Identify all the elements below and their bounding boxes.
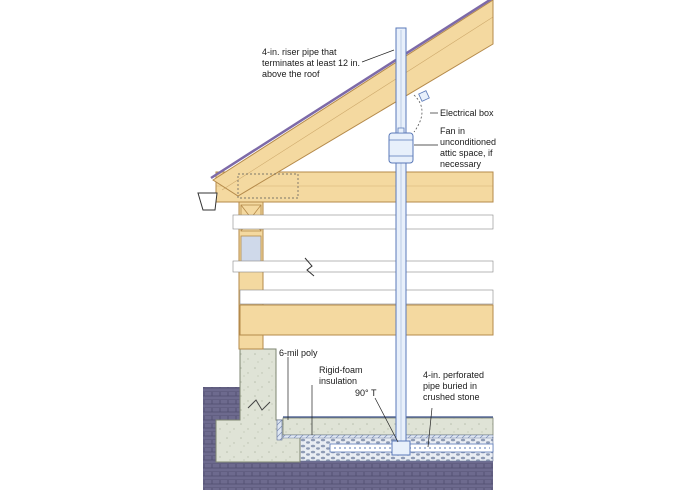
floor-joist-lower [239,304,494,336]
rigid-foam-under-slab [282,434,494,439]
eave-detail-outline [237,173,299,199]
rigid-foam-label: Rigid-foam insulation [319,365,365,386]
concrete-slab [282,417,494,436]
rigid-foam-insulation [276,419,283,441]
floor-band-middle [232,260,494,273]
floor-band-upper [232,214,494,230]
perforated-pipe [329,443,494,453]
riser-pipe-label: 4-in. riser pipe that terminates at leas… [262,47,363,79]
electrical-box [413,90,430,133]
soil [203,387,493,490]
perforated-pipe-label: 4-in. perforated pipe buried in crushed … [423,370,487,402]
tee-label: 90° T [355,388,377,398]
poly-label: 6-mil poly [279,348,318,358]
tee-fitting [391,440,411,456]
leader-lines [287,49,438,448]
fan [388,127,414,164]
electrical-box-label: Electrical box [440,108,494,118]
fan-label: Fan in unconditioned attic space, if nec… [440,126,499,169]
riser-pipe [395,27,407,451]
gutter [197,192,218,211]
